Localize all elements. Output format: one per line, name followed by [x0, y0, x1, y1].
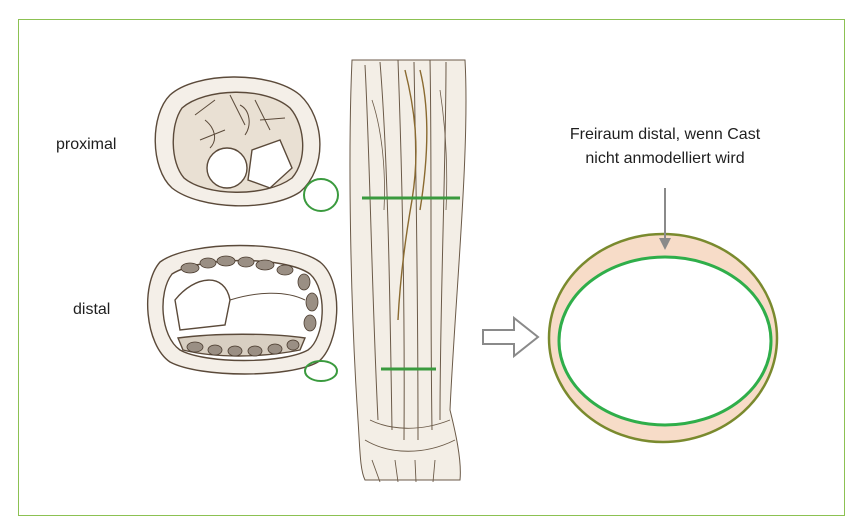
limb-inner-ring — [559, 257, 771, 425]
distal-size-marker — [305, 361, 337, 381]
proximal-cross-section-illustration — [155, 77, 320, 206]
distal-cross-section-illustration — [148, 246, 337, 375]
callout-line-1: Freiraum distal, wenn Cast — [540, 123, 790, 147]
callout-line-2: nicht anmodelliert wird — [540, 147, 790, 171]
hollow-right-arrow-icon — [483, 318, 538, 356]
forearm-illustration — [350, 60, 466, 482]
distal-label: distal — [73, 301, 110, 319]
proximal-label: proximal — [56, 136, 116, 154]
proximal-size-marker — [304, 179, 338, 211]
callout-text: Freiraum distal, wenn Cast nicht anmodel… — [540, 123, 790, 171]
